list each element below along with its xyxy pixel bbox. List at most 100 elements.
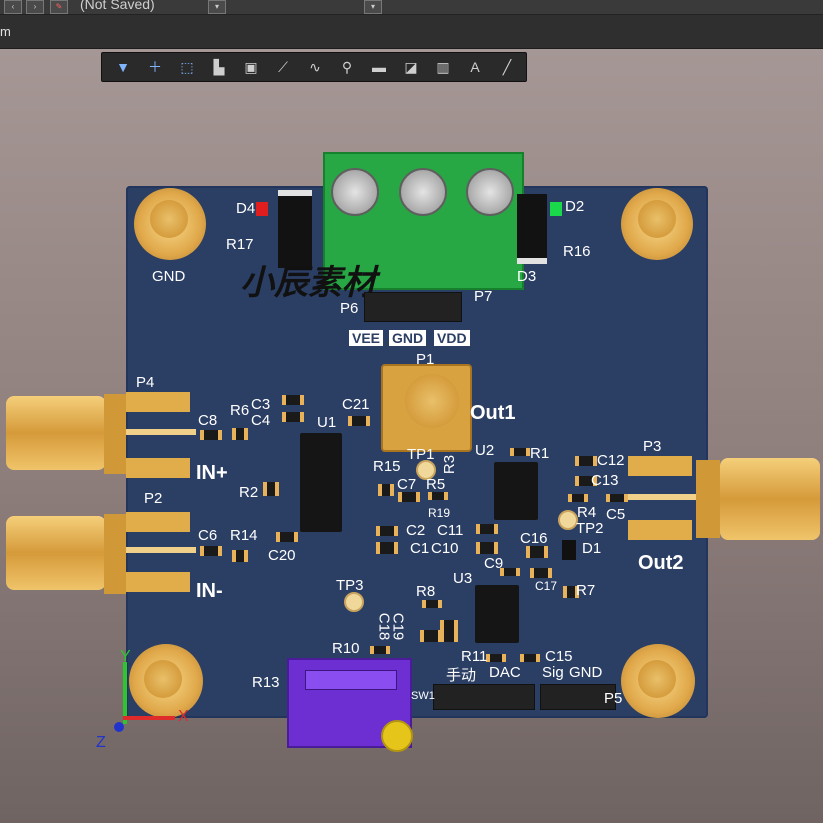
diode-d3 xyxy=(517,194,547,264)
switch-header-sw1[interactable] xyxy=(433,684,535,710)
screw-bottom-right xyxy=(638,660,676,698)
label-r6: R6 xyxy=(230,402,250,419)
label-r10: R10 xyxy=(332,640,360,657)
sma-connector-p2[interactable] xyxy=(6,516,106,590)
text-icon[interactable]: A xyxy=(470,59,480,75)
label-tp1: TP1 xyxy=(407,446,435,463)
sma-p3-pad-top xyxy=(628,456,692,476)
terminal-screw-2[interactable] xyxy=(399,168,447,216)
ic-u1[interactable] xyxy=(300,433,342,532)
label-tp3: TP3 xyxy=(336,577,364,594)
label-in-plus: IN+ xyxy=(196,462,228,484)
capacitor-c10 xyxy=(476,542,498,554)
resistor-r1 xyxy=(510,448,530,456)
plus-icon[interactable]: ＋ xyxy=(148,59,162,75)
nav-forward-icon[interactable]: › xyxy=(26,0,44,14)
capacitor-c4 xyxy=(282,412,304,422)
terminal-screw-1[interactable] xyxy=(331,168,379,216)
label-gnd-p5: GND xyxy=(569,664,603,681)
label-c5: C5 xyxy=(606,506,626,523)
dropdown-icon-2[interactable]: ▾ xyxy=(364,0,382,14)
sma-p1-center xyxy=(405,374,459,428)
active-bar-toolbar: ▼ ＋ ⬚ ▙ ▣ ⟋ ∿ ⚲ ▬ ◪ ▥ A ╱ xyxy=(101,52,527,82)
potentiometer-r13[interactable] xyxy=(287,658,413,752)
label-gnd: GND xyxy=(152,268,186,285)
ic-u3[interactable] xyxy=(475,585,519,643)
terminal-screw-3[interactable] xyxy=(466,168,514,216)
label-d4: D4 xyxy=(236,200,256,217)
window-title: (Not Saved) xyxy=(80,0,155,12)
label-r13: R13 xyxy=(252,674,280,691)
document-tab[interactable]: m xyxy=(0,24,11,39)
label-p5: P5 xyxy=(604,690,623,707)
sma-p4-pad-bottom xyxy=(126,458,190,478)
label-d2: D2 xyxy=(565,198,585,215)
testpoint-tp3[interactable] xyxy=(344,592,364,612)
label-u2: U2 xyxy=(475,442,495,459)
label-c21: C21 xyxy=(342,396,370,413)
resistor-r14 xyxy=(232,550,248,562)
resistor-r4 xyxy=(568,494,588,502)
chart-icon[interactable]: ▥ xyxy=(436,58,450,75)
sma-p3-pad-bottom xyxy=(628,520,692,540)
label-vdd: VDD xyxy=(434,330,470,346)
nav-back-icon[interactable]: ‹ xyxy=(4,0,22,14)
label-manual: 手动 xyxy=(446,667,477,684)
label-p6: P6 xyxy=(340,300,359,317)
sma-p2-pad-top xyxy=(126,512,190,532)
sma-p2-pin xyxy=(126,547,196,553)
capacitor-c21 xyxy=(348,416,370,426)
wave-icon[interactable]: ∿ xyxy=(309,58,321,75)
sma-p3-pin xyxy=(626,494,696,500)
label-c12: C12 xyxy=(597,452,625,469)
sma-p4-pin xyxy=(126,429,196,435)
fill-icon[interactable]: ▬ xyxy=(372,59,386,75)
sma-p4-flange xyxy=(104,394,126,474)
label-c9: C9 xyxy=(484,555,504,572)
diode-left xyxy=(278,190,312,268)
dropdown-icon[interactable]: ▾ xyxy=(208,0,226,14)
sma-p2-pad-bottom xyxy=(126,572,190,592)
capacitor-c3 xyxy=(282,395,304,405)
label-r16: R16 xyxy=(563,243,591,260)
resistor-r6 xyxy=(232,428,248,440)
label-c1: C1 xyxy=(410,540,430,557)
screw-top-left xyxy=(150,200,188,238)
component-icon[interactable]: ▣ xyxy=(244,58,258,75)
filter-icon[interactable]: ▼ xyxy=(116,59,130,75)
label-sig: Sig xyxy=(542,664,564,681)
label-c7: C7 xyxy=(397,476,417,493)
sma-connector-p4[interactable] xyxy=(6,396,106,470)
resistor-r11 xyxy=(486,654,506,662)
align-icon[interactable]: ▙ xyxy=(213,58,225,75)
capacitor-c19 xyxy=(440,620,458,642)
label-r3: R3 xyxy=(441,454,459,475)
ic-u2[interactable] xyxy=(494,462,538,520)
label-r4: R4 xyxy=(577,504,597,521)
select-rect-icon[interactable]: ⬚ xyxy=(180,58,194,75)
pad-icon[interactable]: ⚲ xyxy=(341,58,353,75)
led-d2 xyxy=(550,202,562,216)
header-p5[interactable] xyxy=(540,684,616,710)
route-icon[interactable]: ⟋ xyxy=(278,58,288,75)
label-in-minus: IN- xyxy=(196,580,223,602)
label-c10: C10 xyxy=(431,540,459,557)
label-c4: C4 xyxy=(251,412,271,429)
power-terminal-block[interactable] xyxy=(323,152,524,290)
line-icon[interactable]: ╱ xyxy=(502,58,512,75)
testpoint-tp2[interactable] xyxy=(558,510,578,530)
diode-d1 xyxy=(562,540,576,560)
pot-adjust-screw[interactable] xyxy=(381,720,413,752)
screw-top-right xyxy=(638,200,676,238)
window-title-bar: ‹ › ✎ (Not Saved) ▾ ▾ xyxy=(0,0,823,15)
watermark-text: 小辰素材 xyxy=(240,263,376,303)
capacitor-c2 xyxy=(376,526,398,536)
resistor-r10 xyxy=(370,646,390,654)
region-icon[interactable]: ◪ xyxy=(404,58,418,75)
capacitor-c15 xyxy=(520,654,540,662)
axis-x-arrow xyxy=(123,716,175,720)
pen-icon[interactable]: ✎ xyxy=(50,0,68,14)
capacitor-c18 xyxy=(420,630,442,642)
sma-connector-p3[interactable] xyxy=(720,458,820,540)
testpoint-tp1[interactable] xyxy=(416,460,436,480)
